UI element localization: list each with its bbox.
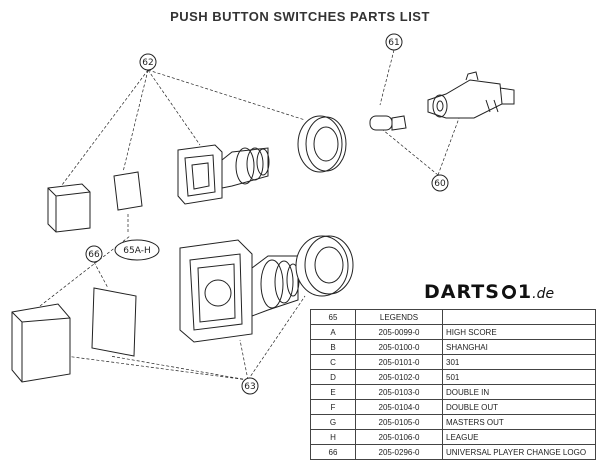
large-lock-nut (295, 235, 354, 297)
row-part-number: 205-0106-0 (355, 429, 443, 445)
callout-60-label: 60 (434, 179, 446, 189)
row-legend: 501 (442, 369, 596, 385)
page-title: PUSH BUTTON SWITCHES PARTS LIST (170, 9, 430, 24)
callout-62: 62 (139, 53, 157, 71)
callout-65: 65A-H (114, 239, 160, 261)
row-key: B (310, 339, 356, 355)
row-legend: HIGH SCORE (442, 324, 596, 340)
row-legend: MASTERS OUT (442, 414, 596, 430)
table-row: 66 205-0296-0 UNIVERSAL PLAYER CHANGE LO… (310, 444, 596, 460)
row-key: C (310, 354, 356, 370)
header-cell: LEGENDS (355, 309, 443, 325)
row-legend: 301 (442, 354, 596, 370)
leader-lines (34, 49, 463, 381)
row-part-number: 205-0105-0 (355, 414, 443, 430)
row-key: D (310, 369, 356, 385)
row-part-number: 205-0296-0 (355, 444, 443, 460)
row-part-number: 205-0104-0 (355, 399, 443, 415)
row-legend: LEAGUE (442, 429, 596, 445)
row-key: F (310, 399, 356, 415)
large-switch-housing (179, 239, 300, 343)
callout-66: 66 (85, 245, 103, 263)
row-key: A (310, 324, 356, 340)
callout-60: 60 (431, 174, 449, 192)
callout-62-label: 62 (142, 58, 153, 68)
callout-66-label: 66 (88, 250, 100, 260)
callout-61: 61 (385, 33, 403, 51)
row-part-number: 205-0101-0 (355, 354, 443, 370)
row-legend: SHANGHAI (442, 339, 596, 355)
row-part-number: 205-0099-0 (355, 324, 443, 340)
table-row: G 205-0105-0 MASTERS OUT (310, 414, 596, 430)
row-legend: DOUBLE OUT (442, 399, 596, 415)
row-part-number: 205-0102-0 (355, 369, 443, 385)
logo-one: 1 (517, 281, 533, 303)
row-legend: DOUBLE IN (442, 384, 596, 400)
parts-legend-table: 65 LEGENDS A 205-0099-0 HIGH SCORE B 205… (310, 309, 596, 460)
table-row: B 205-0100-0 SHANGHAI (310, 339, 596, 355)
table-row: C 205-0101-0 301 (310, 354, 596, 370)
table-row: A 205-0099-0 HIGH SCORE (310, 324, 596, 340)
callout-63-label: 63 (244, 382, 255, 392)
row-key: E (310, 384, 356, 400)
small-lock-nut (297, 115, 347, 173)
header-cell (442, 309, 596, 325)
callout-65-label: 65A-H (123, 246, 150, 256)
dartboard-icon (501, 285, 516, 299)
table-header-row: 65 LEGENDS (310, 309, 596, 325)
logo-suffix: .de (532, 286, 555, 302)
large-button-cap (11, 303, 71, 383)
darts1-logo: DARTS 1.de (424, 281, 554, 303)
row-part-number: 205-0100-0 (355, 339, 443, 355)
small-button-cap (47, 183, 91, 233)
large-legend-insert (91, 287, 137, 357)
row-legend: UNIVERSAL PLAYER CHANGE LOGO (442, 444, 596, 460)
table-row: E 205-0103-0 DOUBLE IN (310, 384, 596, 400)
table-row: H 205-0106-0 LEAGUE (310, 429, 596, 445)
table-row: F 205-0104-0 DOUBLE OUT (310, 399, 596, 415)
callout-63: 63 (241, 377, 259, 395)
small-switch-housing (177, 144, 270, 205)
row-part-number: 205-0103-0 (355, 384, 443, 400)
row-key: H (310, 429, 356, 445)
header-cell: 65 (310, 309, 356, 325)
lamp-bulb (369, 115, 407, 131)
callout-61-label: 61 (388, 38, 399, 48)
row-key: 66 (310, 444, 356, 460)
table-row: D 205-0102-0 501 (310, 369, 596, 385)
microswitch-lamp-holder (427, 71, 515, 119)
row-key: G (310, 414, 356, 430)
small-legend-insert (113, 171, 143, 211)
logo-brand: DARTS (424, 281, 500, 303)
